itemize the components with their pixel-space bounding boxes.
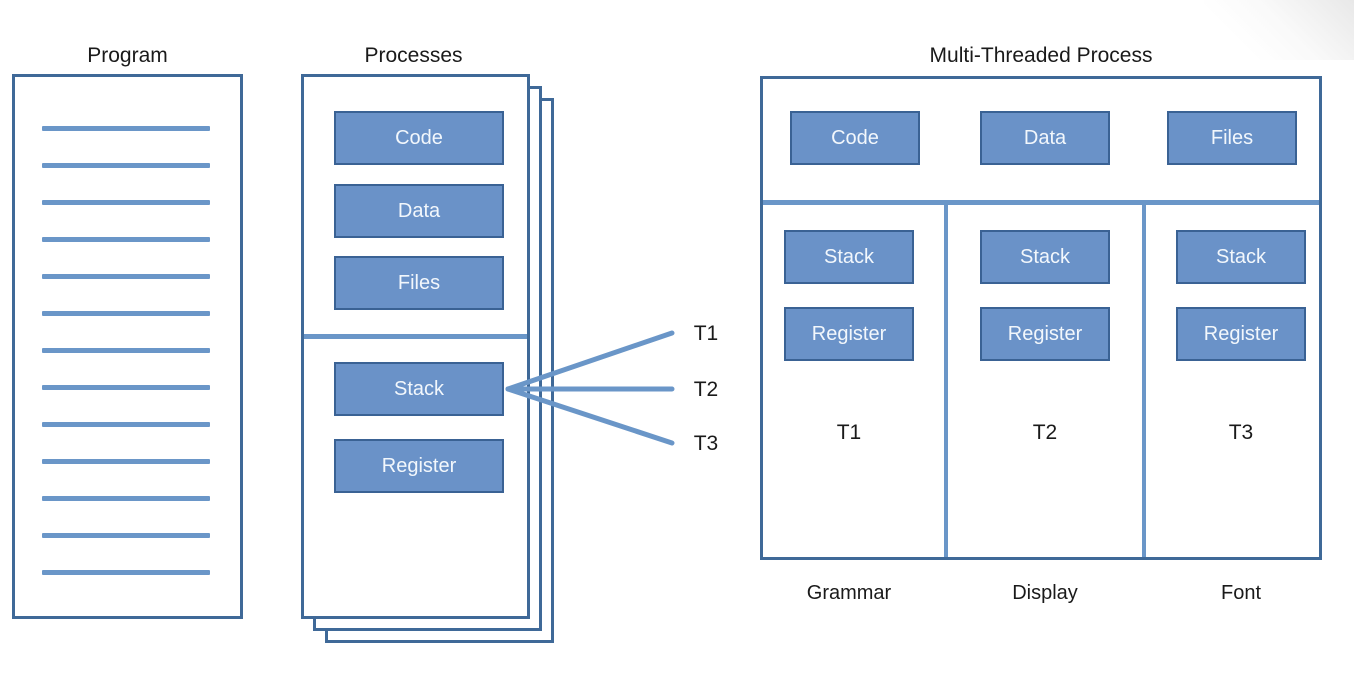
program-code-line bbox=[42, 274, 210, 279]
program-code-line bbox=[42, 496, 210, 501]
program-code-line bbox=[42, 459, 210, 464]
process-block-data: Data bbox=[334, 184, 504, 238]
mt-thread-3-register: Register bbox=[1176, 307, 1306, 361]
mt-block-data: Data bbox=[980, 111, 1110, 165]
mt-thread-1-register: Register bbox=[784, 307, 914, 361]
program-code-line bbox=[42, 348, 210, 353]
mt-thread-3-caption: Font bbox=[1220, 582, 1262, 604]
program-code-line bbox=[42, 163, 210, 168]
mt-section-divider bbox=[763, 200, 1319, 205]
program-code-line bbox=[42, 200, 210, 205]
process-block-files: Files bbox=[334, 256, 504, 310]
connector-label-t3: T3 bbox=[693, 432, 719, 455]
processes-title: Processes bbox=[364, 44, 463, 67]
mt-thread-2-register: Register bbox=[980, 307, 1110, 361]
connector-label-t1: T1 bbox=[693, 322, 719, 345]
mt-thread-1-caption: Grammar bbox=[806, 582, 892, 604]
multithreaded-title: Multi-Threaded Process bbox=[929, 44, 1153, 67]
program-code-line bbox=[42, 126, 210, 131]
mt-column-divider-1 bbox=[944, 203, 948, 557]
program-code-line bbox=[42, 311, 210, 316]
mt-thread-2-stack: Stack bbox=[980, 230, 1110, 284]
program-code-line bbox=[42, 385, 210, 390]
mt-thread-1-name: T1 bbox=[836, 421, 862, 444]
mt-thread-2-caption: Display bbox=[1012, 582, 1078, 604]
connector-label-t2: T2 bbox=[693, 378, 719, 401]
program-code-line bbox=[42, 237, 210, 242]
process-section-divider bbox=[304, 334, 527, 339]
program-code-line bbox=[42, 533, 210, 538]
program-code-line bbox=[42, 422, 210, 427]
mt-block-files: Files bbox=[1167, 111, 1297, 165]
program-title: Program bbox=[87, 44, 168, 67]
mt-thread-3-stack: Stack bbox=[1176, 230, 1306, 284]
process-block-register: Register bbox=[334, 439, 504, 493]
process-block-code: Code bbox=[334, 111, 504, 165]
program-code-line bbox=[42, 570, 210, 575]
mt-thread-3-name: T3 bbox=[1228, 421, 1254, 444]
mt-column-divider-2 bbox=[1142, 203, 1146, 557]
mt-block-code: Code bbox=[790, 111, 920, 165]
mt-thread-1-stack: Stack bbox=[784, 230, 914, 284]
process-block-stack: Stack bbox=[334, 362, 504, 416]
mt-thread-2-name: T2 bbox=[1032, 421, 1058, 444]
